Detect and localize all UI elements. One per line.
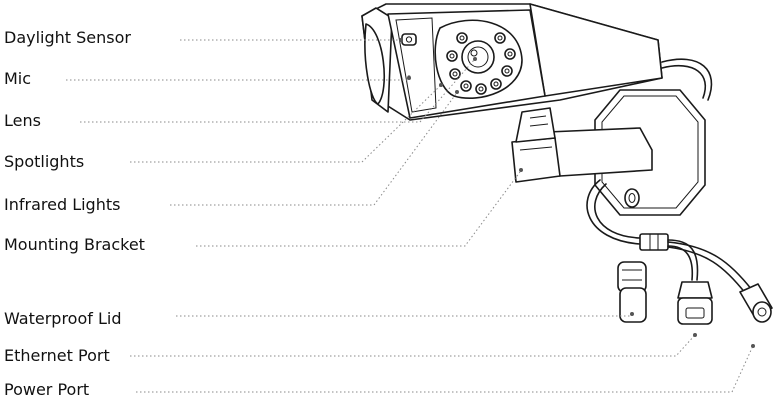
leader-spotlights <box>130 85 441 163</box>
leader-power-port <box>136 347 753 393</box>
mounting-bracket <box>511 107 653 183</box>
daylight-sensor <box>401 33 417 46</box>
label-mic: Mic <box>4 69 32 88</box>
label-daylight-sensor: Daylight Sensor <box>4 28 131 47</box>
lower-cable <box>586 179 641 245</box>
label-ethernet-port: Ethernet Port <box>4 346 110 365</box>
camera-housing <box>361 3 663 121</box>
leader-lens <box>80 59 475 123</box>
lens <box>461 40 495 74</box>
rear-cable <box>661 58 713 101</box>
rear-cable-inner <box>661 64 707 99</box>
label-infrared-lights: Infrared Lights <box>4 195 121 214</box>
ethernet-port-connector <box>677 281 713 325</box>
leader-ethernet-port <box>130 335 695 357</box>
leader-infrared-lights <box>170 93 457 206</box>
label-lens: Lens <box>4 111 41 130</box>
cable-splitter <box>639 233 669 251</box>
ethernet-cable <box>667 239 699 281</box>
power-cable <box>667 241 753 291</box>
label-spotlights: Spotlights <box>4 152 85 171</box>
leader-mounting-bracket <box>196 171 521 247</box>
waterproof-lid <box>617 261 647 323</box>
label-mounting-bracket: Mounting Bracket <box>4 235 145 254</box>
infrared-led-ring <box>446 32 516 95</box>
leader-lines <box>66 38 755 393</box>
label-power-port: Power Port <box>4 380 90 399</box>
power-port-connector <box>739 283 773 323</box>
label-waterproof-lid: Waterproof Lid <box>4 309 122 328</box>
mount-screw-hole <box>624 188 640 208</box>
